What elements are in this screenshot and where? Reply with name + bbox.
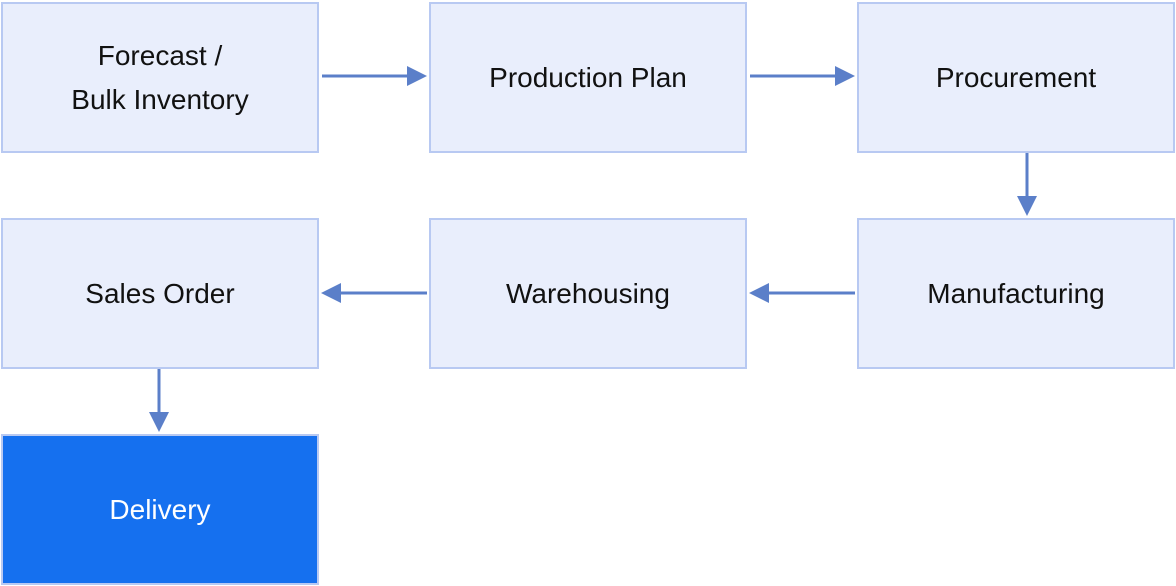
node-sales-order: Sales Order <box>1 218 319 369</box>
arrow-procurement-to-manufacturing-head <box>1017 196 1037 216</box>
node-warehousing: Warehousing <box>429 218 747 369</box>
node-sales-order-label: Sales Order <box>85 277 235 309</box>
node-production-plan-label: Production Plan <box>489 61 687 93</box>
node-manufacturing: Manufacturing <box>857 218 1175 369</box>
node-production-plan: Production Plan <box>429 2 747 153</box>
node-manufacturing-label: Manufacturing <box>927 277 1105 309</box>
node-forecast-label: Forecast / Bulk Inventory <box>71 34 248 122</box>
node-procurement: Procurement <box>857 2 1175 153</box>
node-forecast-bulk-inventory: Forecast / Bulk Inventory <box>1 2 319 153</box>
node-delivery: Delivery <box>1 434 319 585</box>
arrow-forecast-to-production-head <box>407 66 427 86</box>
arrow-sales-to-delivery-head <box>149 412 169 432</box>
arrow-warehousing-to-sales-head <box>321 283 341 303</box>
node-forecast-line2: Bulk Inventory <box>71 83 249 115</box>
node-warehousing-label: Warehousing <box>506 277 670 309</box>
node-procurement-label: Procurement <box>935 61 1097 93</box>
arrow-manufacturing-to-warehousing-head <box>749 283 769 303</box>
node-delivery-label: Delivery <box>109 493 211 525</box>
node-forecast-line1: Forecast / <box>97 39 223 71</box>
arrow-production-to-procurement-head <box>835 66 855 86</box>
